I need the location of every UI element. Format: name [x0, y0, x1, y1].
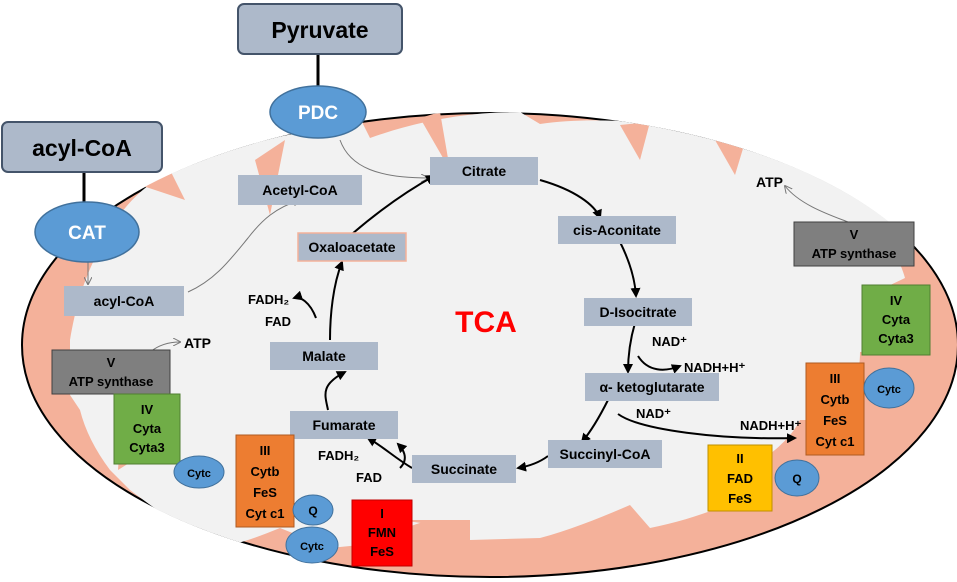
right-ii-fad: FAD [727, 471, 753, 486]
left-q: Q [292, 494, 334, 526]
acetyl-coa-label: Acetyl-CoA [262, 182, 337, 198]
left-complex-v: V ATP synthase [51, 349, 171, 395]
right-ii-roman: II [736, 451, 743, 466]
acylcoa-transporter-label: acyl-CoA [32, 135, 132, 161]
alpha-ketoglutarate-label: α- ketoglutarate [599, 379, 704, 395]
right-v-name: ATP synthase [812, 246, 897, 261]
left-cytc-b-label: Cytc [300, 541, 324, 553]
right-complex-iii: III Cytb FeS Cyt c1 [805, 362, 865, 456]
left-iv-roman: IV [141, 402, 154, 417]
right-complex-v: V ATP synthase [793, 221, 915, 267]
left-complex-iii: III Cytb FeS Cyt c1 [235, 434, 295, 528]
fad-label-2: FAD [356, 470, 382, 485]
left-v-roman: V [107, 355, 116, 370]
citrate-label: Citrate [462, 163, 507, 179]
right-q: Q [774, 459, 820, 497]
atp-right-label: ATP [756, 174, 783, 190]
right-ii-fes: FeS [728, 491, 752, 506]
right-complex-ii: II FAD FeS [707, 444, 773, 512]
left-iii-cytc1: Cyt c1 [245, 506, 284, 521]
left-iv-cyta: Cyta [133, 421, 162, 436]
left-i-roman: I [380, 506, 384, 521]
left-etc: V ATP synthase IV Cyta Cyta3 Cytc III Cy… [51, 349, 413, 567]
nadh-label-1: NADH+H⁺ [684, 360, 746, 375]
left-v-name: ATP synthase [69, 374, 154, 389]
left-iii-cytb: Cytb [251, 464, 280, 479]
metabolite-boxes: Acetyl-CoA acyl-CoA Citrate cis-Aconitat… [64, 157, 719, 483]
fumarate-label: Fumarate [312, 417, 375, 433]
left-complex-iv: IV Cyta Cyta3 [113, 393, 181, 465]
left-cytc-a: Cytc [173, 455, 225, 489]
left-iv-cyta3: Cyta3 [129, 440, 164, 455]
right-complex-iv: IV Cyta Cyta3 [861, 284, 931, 356]
right-etc: V ATP synthase IV Cyta Cyta3 III Cytb Fe… [707, 221, 931, 512]
right-iv-cyta: Cyta [882, 312, 911, 327]
tca-title: TCA [455, 306, 517, 339]
left-q-label: Q [308, 504, 317, 518]
right-q-label: Q [792, 472, 801, 486]
succinyl-coa-label: Succinyl-CoA [559, 446, 650, 462]
right-iv-cyta3: Cyta3 [878, 331, 913, 346]
right-iii-cytb: Cytb [821, 392, 850, 407]
right-iii-cytc1: Cyt c1 [815, 434, 854, 449]
tca-cycle-arrows [292, 175, 797, 472]
malate-label: Malate [302, 348, 346, 364]
left-i-fmn: FMN [368, 525, 396, 540]
succinate-label: Succinate [431, 461, 497, 477]
cat-enzyme: CAT [34, 201, 140, 263]
left-iii-fes: FeS [253, 485, 277, 500]
acylcoa-to-acetylcoa-arrow [187, 200, 300, 293]
acyl-coa-inner-label: acyl-CoA [94, 293, 155, 309]
left-iii-roman: III [260, 443, 271, 458]
fadh2-label-2: FADH₂ [318, 448, 359, 463]
right-iii-roman: III [830, 371, 841, 386]
oxaloacetate-label: Oxaloacetate [308, 239, 395, 255]
right-iv-roman: IV [890, 293, 903, 308]
pdc-to-citrate-arrow [339, 139, 428, 178]
cat-label: CAT [68, 223, 106, 244]
left-cytc-b: Cytc [285, 526, 339, 564]
nad-label-2: NAD⁺ [636, 406, 671, 421]
atp-left-label: ATP [184, 335, 211, 351]
nadh-label-2: NADH+H⁺ [740, 418, 802, 433]
atp-right-arrow [785, 186, 849, 223]
pdc-label: PDC [298, 103, 338, 124]
cis-aconitate-label: cis-Aconitate [573, 222, 661, 238]
pyruvate-transporter: Pyruvate [237, 3, 403, 55]
left-complex-i: I FMN FeS [351, 499, 413, 567]
right-cytc: Cytc [863, 367, 915, 409]
nad-label-1: NAD⁺ [652, 334, 687, 349]
cofactor-labels: NAD⁺ NADH+H⁺ NAD⁺ NADH+H⁺ FADH₂ FAD FADH… [184, 174, 802, 485]
pdc-enzyme: PDC [269, 85, 367, 139]
right-v-roman: V [850, 227, 859, 242]
fadh2-label-1: FADH₂ [248, 292, 289, 307]
left-i-fes: FeS [370, 544, 394, 559]
acylcoa-transporter: acyl-CoA [1, 121, 163, 173]
fad-label-1: FAD [265, 314, 291, 329]
pyruvate-label: Pyruvate [271, 17, 368, 43]
left-cytc-a-label: Cytc [187, 468, 211, 480]
right-cytc-label: Cytc [877, 384, 901, 396]
right-iii-fes: FeS [823, 413, 847, 428]
d-isocitrate-label: D-Isocitrate [599, 304, 676, 320]
